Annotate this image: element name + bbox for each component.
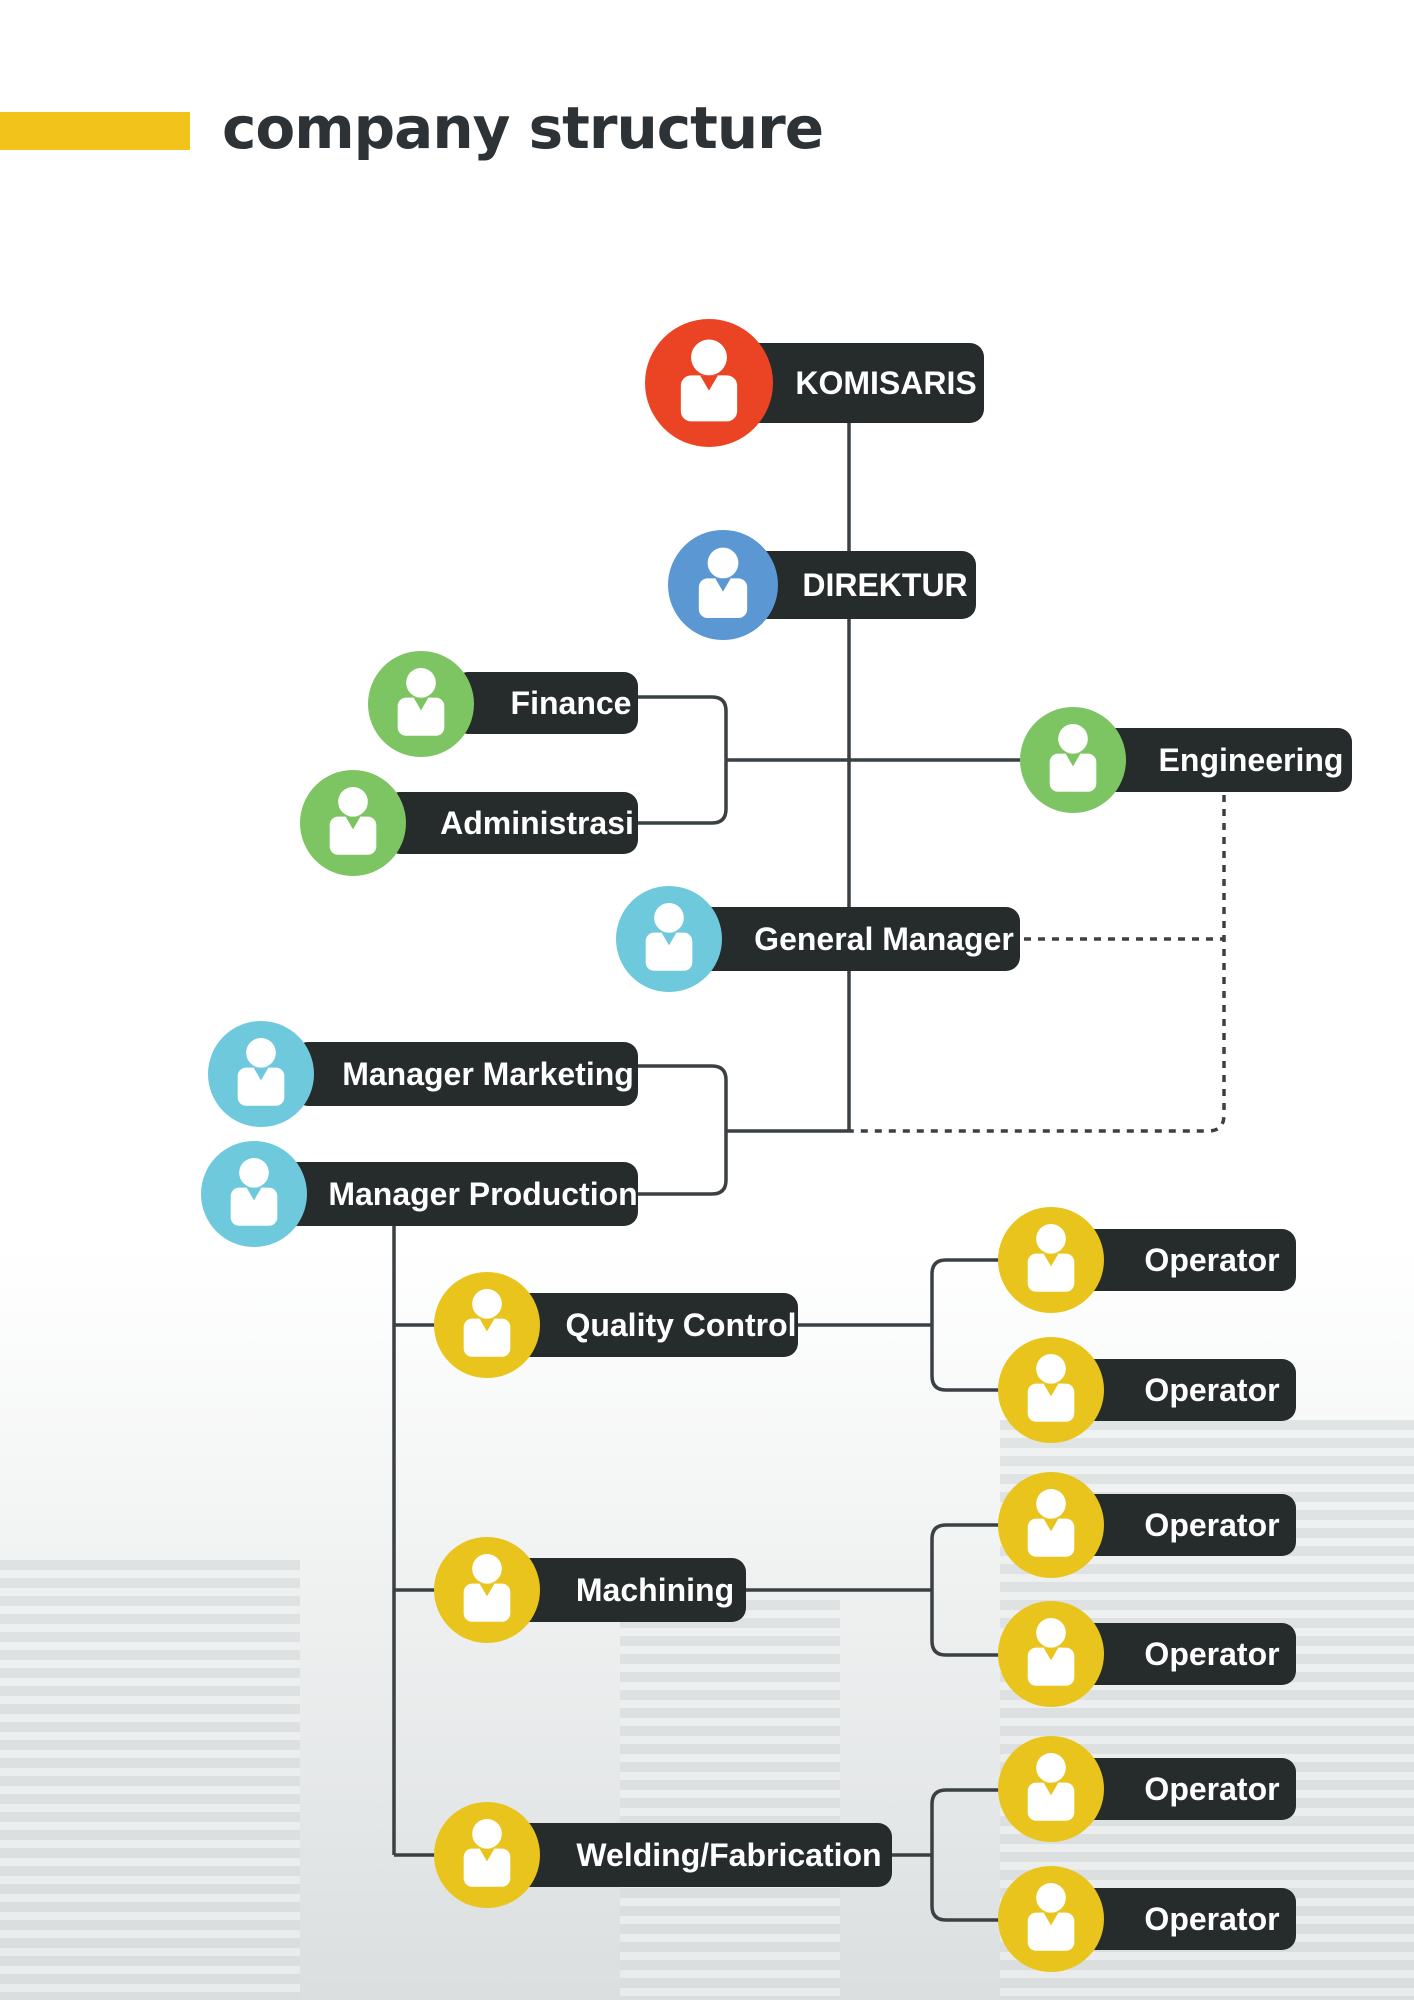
background-rack-left	[0, 1560, 300, 2000]
general-manager-label: General Manager	[696, 907, 1020, 971]
person-icon	[1020, 707, 1126, 813]
operator-label: Operator	[1078, 1494, 1296, 1556]
person-icon	[368, 651, 474, 757]
person-icon	[434, 1537, 540, 1643]
administrasi-label: Administrasi	[386, 792, 638, 854]
quality-control-label: Quality Control	[514, 1293, 798, 1357]
person-icon	[668, 530, 778, 640]
manager-marketing-label: Manager Marketing	[294, 1042, 638, 1106]
machining-label: Machining	[514, 1558, 746, 1622]
operator-label: Operator	[1078, 1623, 1296, 1685]
person-icon	[645, 319, 773, 447]
page-title: company structure	[222, 94, 824, 162]
person-icon	[300, 770, 406, 876]
finance-label: Finance	[454, 672, 638, 734]
person-icon	[998, 1337, 1104, 1443]
title-accent-bar	[0, 112, 190, 150]
welding-fabrication-label: Welding/Fabrication	[514, 1823, 892, 1887]
person-icon	[208, 1021, 314, 1127]
person-icon	[616, 886, 722, 992]
direktur-label: DIREKTUR	[744, 551, 976, 619]
person-icon	[998, 1207, 1104, 1313]
manager-production-label: Manager Production	[284, 1162, 638, 1226]
komisaris-label: KOMISARIS	[728, 343, 984, 423]
background-rack-mid	[620, 1600, 840, 2000]
engineering-label: Engineering	[1098, 728, 1352, 792]
person-icon	[434, 1272, 540, 1378]
operator-label: Operator	[1078, 1229, 1296, 1291]
operator-label: Operator	[1078, 1888, 1296, 1950]
person-icon	[434, 1802, 540, 1908]
operator-label: Operator	[1078, 1359, 1296, 1421]
person-icon	[998, 1736, 1104, 1842]
person-icon	[998, 1866, 1104, 1972]
operator-label: Operator	[1078, 1758, 1296, 1820]
person-icon	[998, 1601, 1104, 1707]
person-icon	[998, 1472, 1104, 1578]
person-icon	[201, 1141, 307, 1247]
